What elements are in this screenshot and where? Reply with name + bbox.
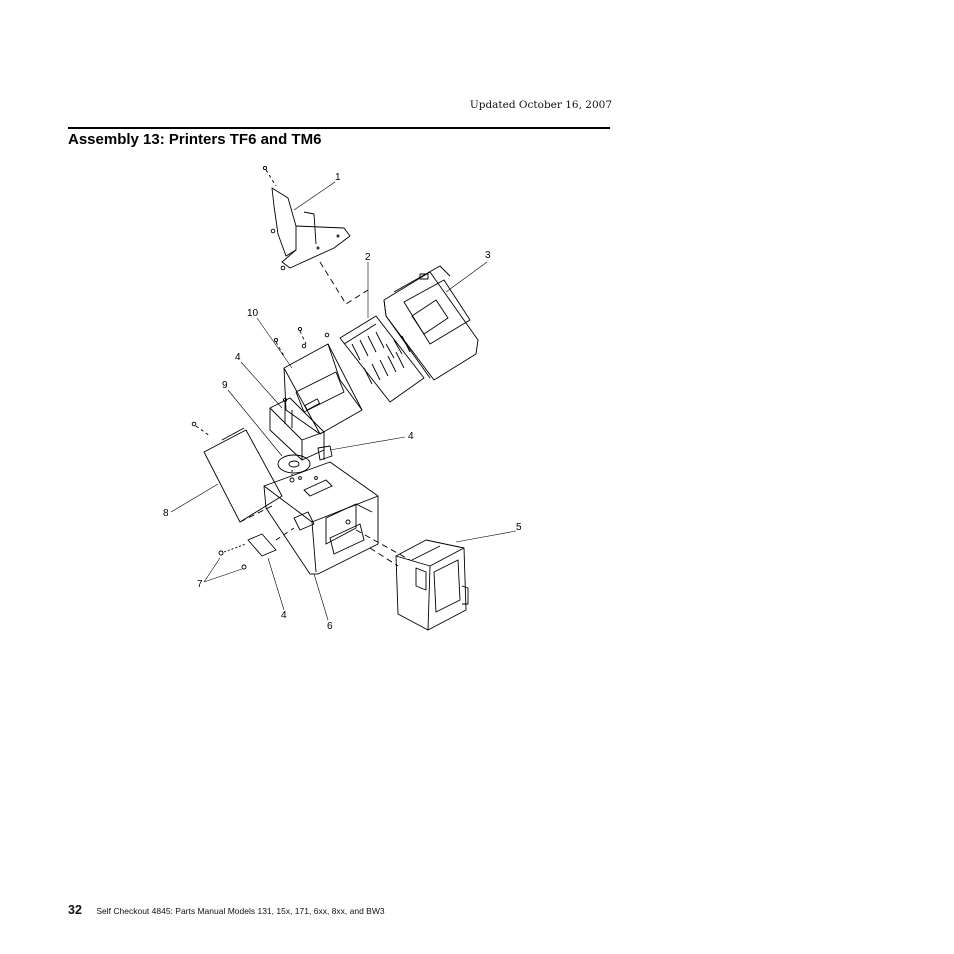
part-4-gasket bbox=[247, 527, 295, 557]
callout-2: 2 bbox=[365, 252, 371, 263]
diagram-parts bbox=[170, 165, 517, 631]
section-rule bbox=[68, 127, 610, 129]
page-number: 32 bbox=[68, 903, 82, 917]
section-title: Assembly 13: Printers TF6 and TM6 bbox=[68, 131, 322, 148]
page-footer: 32 Self Checkout 4845: Parts Manual Mode… bbox=[68, 901, 385, 919]
callout-5: 5 bbox=[516, 522, 522, 533]
callout-4-bracket: 4 bbox=[408, 431, 414, 442]
callout-7: 7 bbox=[197, 579, 203, 590]
updated-date: Updated October 16, 2007 bbox=[469, 99, 612, 111]
callout-4-gasket: 4 bbox=[281, 610, 287, 621]
leader-housing-printer-2 bbox=[369, 547, 399, 567]
part-10-printer-tray bbox=[273, 326, 363, 435]
part-6-base-housing bbox=[263, 461, 379, 575]
part-7-screws bbox=[218, 543, 247, 570]
part-2-mounting-plate bbox=[339, 315, 425, 403]
part-4-small-bracket bbox=[317, 445, 333, 461]
callout-1: 1 bbox=[335, 172, 341, 183]
footer-text: Self Checkout 4845: Parts Manual Models … bbox=[96, 906, 385, 916]
leader-housing-printer bbox=[355, 529, 411, 561]
leader-bracket-printer bbox=[319, 261, 369, 305]
callout-4-spacer: 4 bbox=[235, 352, 241, 363]
part-3-thermal-printer bbox=[383, 265, 479, 381]
callout-leaders bbox=[170, 181, 517, 621]
part-4-spacer-block bbox=[269, 397, 325, 461]
callout-6: 6 bbox=[327, 621, 333, 632]
callout-labels: 1 2 3 10 4 9 4 8 5 7 4 6 bbox=[163, 172, 522, 632]
callout-3: 3 bbox=[485, 250, 491, 261]
part-9-washer bbox=[277, 454, 311, 483]
callout-10: 10 bbox=[247, 308, 259, 319]
part-8-cover-plate bbox=[191, 421, 283, 523]
part-5-impact-printer bbox=[395, 539, 469, 631]
callout-9: 9 bbox=[222, 380, 228, 391]
part-1-bracket bbox=[262, 165, 351, 271]
callout-8: 8 bbox=[163, 508, 169, 519]
